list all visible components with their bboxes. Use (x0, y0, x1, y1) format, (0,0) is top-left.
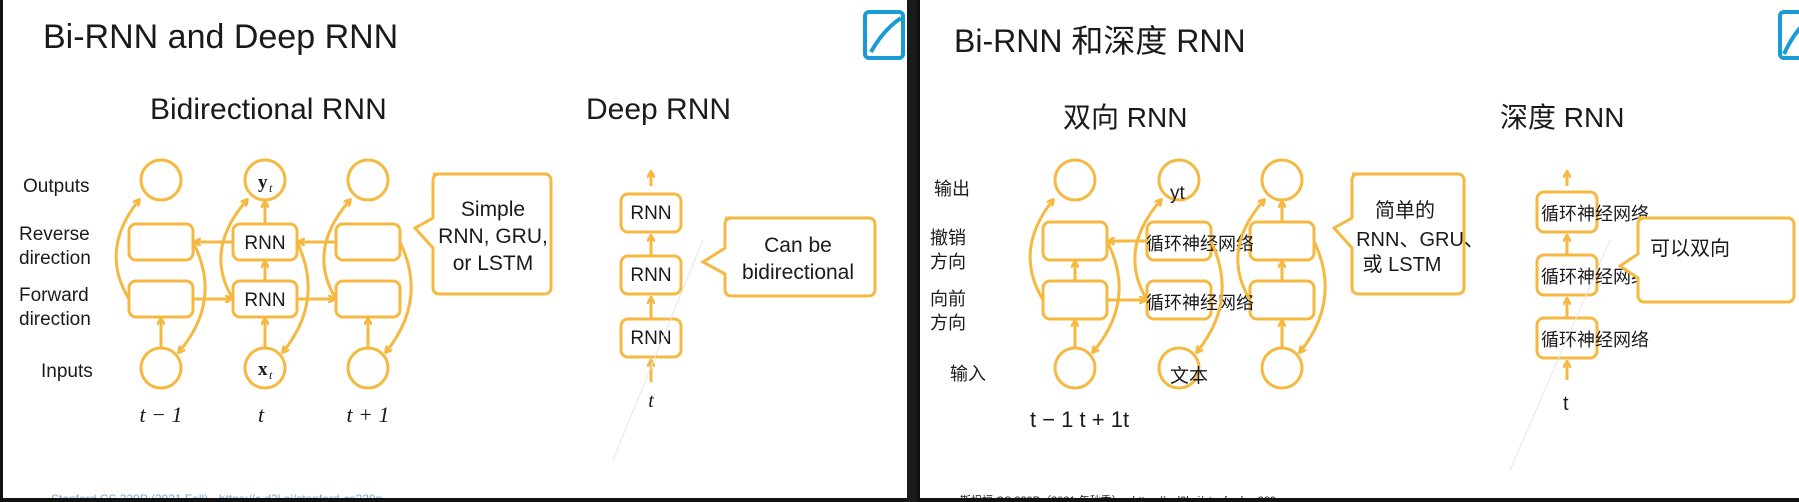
callout-2-line-1: Can be (764, 234, 832, 257)
forward-cell-t-minus-1 (127, 279, 195, 319)
label-reverse-cn: 撤销 (930, 228, 966, 248)
deep-rnn-cell-1 (619, 317, 683, 359)
reverse-rnn-label: RNN (244, 233, 285, 254)
callout-bidirectional-cn: 可以双向 (1617, 216, 1796, 304)
input-x-label-cn: 文本 (1170, 365, 1208, 387)
label-forward-direction-cn: 方向 (930, 313, 966, 333)
callout-rnn-types-cn: 简单的 RNN、GRU、 或 LSTM (1331, 172, 1484, 296)
deep-rnn-time-label: t (648, 390, 654, 412)
callout-1-line-3: or LSTM (453, 252, 534, 275)
reverse-cell-t-minus-1-cn (1041, 220, 1109, 262)
label-forward: Forward (19, 285, 89, 306)
footer-text: Stanford CS 329P (2021 Fall) · https://c… (51, 492, 383, 502)
output-y-label-cn: yt (1170, 183, 1186, 204)
output-y-subscript: t (269, 181, 273, 195)
deep-rnn-label-1: RNN (630, 328, 671, 349)
label-reverse-direction: direction (19, 248, 91, 269)
label-reverse: Reverse (19, 224, 90, 245)
label-forward-cn: 向前 (930, 289, 966, 309)
deep-rnn-label-2-cn: 循环神经网络 (1541, 267, 1649, 287)
reverse-cell-t-plus-1-cn (1248, 220, 1316, 262)
deep-rnn-label-3-cn: 循环神经网络 (1541, 204, 1649, 224)
callout-1-line-1: Simple (461, 198, 525, 221)
callout-1-line-1-cn: 简单的 (1375, 199, 1435, 222)
deep-rnn-cell-3 (619, 192, 683, 234)
output-node-t-cn (1157, 158, 1201, 202)
forward-cell-t-minus-1-cn (1041, 279, 1109, 321)
callout-1-line-3-cn: 或 LSTM (1363, 253, 1442, 276)
callout-1-line-2-cn: RNN、GRU、 (1356, 229, 1484, 251)
time-label-t-plus-1: t + 1 (347, 402, 390, 427)
output-node-t-minus-1-cn (1053, 158, 1097, 202)
input-x-subscript: t (269, 368, 273, 382)
input-node-t-minus-1 (139, 346, 183, 390)
deep-rnn-time-label-cn: t (1563, 393, 1569, 415)
deep-rnn-cell-2-cn (1535, 253, 1599, 297)
slide-title-cn: Bi-RNN 和深度 RNN (954, 23, 1246, 59)
deep-rnn-cell-2 (619, 254, 683, 296)
callout-bidirectional: Can be bidirectional (700, 216, 877, 298)
slide-title: Bi-RNN and Deep RNN (43, 18, 398, 56)
bi-rnn-arrows (114, 200, 413, 352)
output-y-label: y (258, 172, 268, 193)
input-x-label: x (258, 359, 268, 380)
bi-rnn-arrows-cn (1028, 200, 1327, 352)
reverse-cell-t-plus-1 (334, 222, 402, 262)
logo-icon (1778, 10, 1799, 60)
callout-1-line-2: RNN, GRU, (438, 225, 548, 248)
slide-english: Bi-RNN and Deep RNN Bidirectional RNN De… (0, 0, 907, 502)
slide-english-canvas: Bi-RNN and Deep RNN Bidirectional RNN De… (19, 10, 905, 502)
time-label-t-minus-1: t − 1 (140, 402, 183, 427)
deep-rnn-stack-cn: 循环神经网络 循环神经网络 循环神经网络 t (1535, 172, 1649, 415)
reverse-rnn-label-cn: 循环神经网络 (1146, 234, 1254, 254)
input-node-t-plus-1 (346, 346, 390, 390)
label-outputs-cn: 输出 (934, 179, 970, 199)
deep-rnn-label-1-cn: 循环神经网络 (1541, 330, 1649, 350)
reverse-cell-t-minus-1 (127, 222, 195, 262)
deep-rnn-stack: RNN RNN RNN t (619, 172, 683, 412)
callout-2-text-cn: 可以双向 (1650, 237, 1730, 260)
output-node-t-plus-1 (346, 158, 390, 202)
deep-rnn-label-3: RNN (630, 203, 671, 224)
deep-rnn-label-2: RNN (630, 265, 671, 286)
forward-cell-t-plus-1 (334, 279, 402, 319)
faint-guide-line (612, 239, 704, 461)
label-reverse-direction-cn: 方向 (930, 252, 966, 272)
output-node-t-plus-1-cn (1260, 158, 1304, 202)
label-outputs: Outputs (23, 176, 90, 197)
label-inputs-cn: 输入 (950, 364, 986, 384)
output-node-t-minus-1 (139, 158, 183, 202)
input-node-t-cn (1157, 346, 1201, 390)
forward-rnn-label-cn: 循环神经网络 (1146, 293, 1254, 313)
label-inputs: Inputs (41, 361, 93, 382)
faint-guide-line-cn (1509, 239, 1611, 471)
callout-2-line-2: bidirectional (742, 261, 854, 284)
callout-rnn-types: Simple RNN, GRU, or LSTM (412, 172, 553, 296)
time-label-t: t (258, 402, 265, 427)
label-forward-direction: direction (19, 309, 91, 330)
forward-cell-t-plus-1-cn (1248, 279, 1316, 321)
logo-icon (863, 10, 905, 60)
input-node-t-plus-1-cn (1260, 346, 1304, 390)
slide-chinese-canvas: Bi-RNN 和深度 RNN 双向 RNN 深度 RNN 输出 撤销 方向 向前… (930, 10, 1799, 502)
forward-rnn-label: RNN (244, 290, 285, 311)
deep-rnn-heading-cn: 深度 RNN (1500, 102, 1624, 133)
deep-rnn-heading: Deep RNN (586, 93, 731, 126)
footer-text-cn: 斯坦福 CS 329P（2021 年秋季） · https://c.d2l.ai… (960, 493, 1282, 502)
bi-rnn-heading: Bidirectional RNN (150, 93, 387, 126)
slide-chinese: Bi-RNN 和深度 RNN 双向 RNN 深度 RNN 输出 撤销 方向 向前… (917, 0, 1799, 502)
time-labels-cn: t − 1 t + 1t (1030, 407, 1129, 432)
deep-rnn-cell-3-cn (1535, 190, 1599, 234)
input-node-t-minus-1-cn (1053, 346, 1097, 390)
bi-rnn-heading-cn: 双向 RNN (1063, 102, 1187, 133)
slide-divider (907, 0, 917, 502)
